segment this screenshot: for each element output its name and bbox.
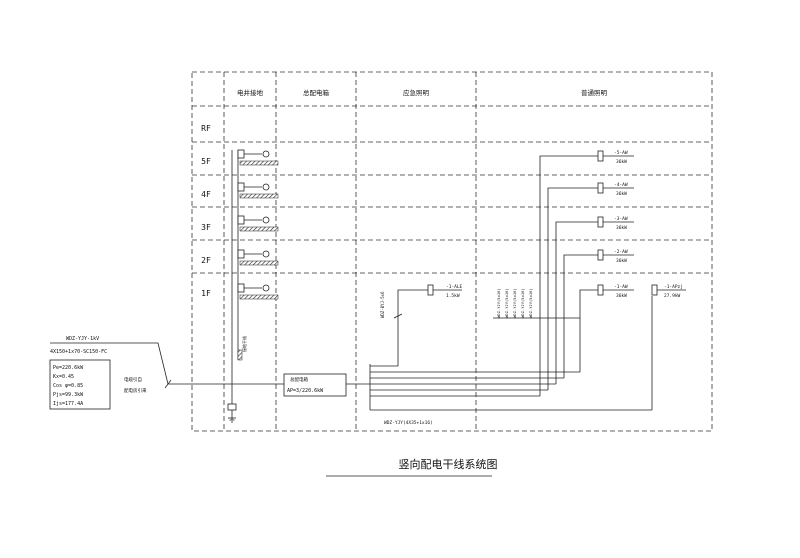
riser-label-2: WDZ-YJY(5x16) [504, 288, 509, 318]
header-emergency-lighting: 应急照明 [403, 88, 430, 97]
calc-ijs: Ijs=177.4A [53, 401, 83, 407]
grounding-riser: 接地干线 [227, 149, 279, 423]
riser-label-5: WDZ-YJY(5x16) [528, 288, 533, 318]
svg-text:-3-AW: -3-AW [614, 216, 628, 222]
floor-label-4f: 4F [201, 190, 211, 199]
ground-bus-bar [237, 349, 243, 361]
ground-label: 接地干线 [241, 336, 247, 352]
floor-label-rf: RF [201, 124, 211, 133]
riser-label-3: WDZ-YJY(5x16) [512, 288, 517, 318]
ground-terminal-1f [237, 283, 279, 300]
diagram-title: 竖向配电干线系统图 [399, 457, 498, 471]
svg-text:36kW: 36kW [616, 293, 627, 299]
emergency-panel-1f [427, 284, 434, 296]
svg-text:-1-APzj: -1-APzj [664, 284, 683, 290]
floor-label-2f: 2F [201, 256, 211, 265]
svg-text:36kW: 36kW [616, 258, 627, 264]
svg-text:-4-AW: -4-AW [614, 182, 628, 188]
bottom-cable-label: WDZ-YJY(4X35+1x16) [384, 420, 433, 426]
floor-label-3f: 3F [201, 223, 211, 232]
header-main-panel: 总配电箱 [303, 88, 330, 97]
grid-frame [191, 71, 713, 432]
header-normal-lighting: 普通照明 [581, 88, 608, 97]
svg-text:-5-AW: -5-AW [614, 150, 628, 156]
source-label-1: 电缆引自 [124, 376, 142, 383]
floor-label-5f: 5F [201, 157, 211, 166]
panel-1f: -1-AW 36kW [597, 284, 634, 299]
emergency-riser-label: WDZ-BYJ-5x6 [380, 291, 385, 318]
main-distribution-panel: 总配电箱 AP=3/220.6kW [283, 373, 347, 397]
panel-3f: -3-AW 36kW [597, 216, 634, 231]
emergency-lighting-riser: -1-ALE 1.5kW WDZ-BYJ-5x6 [380, 284, 463, 366]
main-panel-spec: AP=3/220.6kW [287, 388, 324, 394]
panel-1f-extra: -1-APzj 27.9kW [651, 284, 686, 299]
outgoing-feeders: WDZ-YJY(4X35+1x16) [346, 296, 653, 426]
incoming-cable-spec: 4X150+1x70-SC150-FC [50, 349, 107, 355]
load-calc-box [49, 359, 111, 410]
emergency-box-name: -1-ALE [446, 284, 463, 290]
ground-terminal-3f [237, 215, 279, 232]
svg-text:27.9kW: 27.9kW [664, 293, 681, 299]
emergency-box-power: 1.5kW [446, 293, 460, 299]
svg-text:36kW: 36kW [616, 191, 627, 197]
riser-label-1: WDZ-YJY(5x16) [496, 288, 501, 318]
panel-4f: -4-AW 36kW [597, 182, 634, 197]
svg-text:36kW: 36kW [616, 225, 627, 231]
ground-terminal-5f [237, 149, 279, 166]
ground-terminal-2f [237, 249, 279, 266]
incoming-cable-type: WDZ-YJY-1kV [66, 336, 99, 342]
source-label-2: 配电房引来 [124, 387, 147, 394]
calc-cos: Cos φ=0.85 [53, 383, 83, 389]
header-grounding: 电井接地 [237, 88, 264, 97]
incoming-feeder: WDZ-YJY-1kV 4X150+1x70-SC150-FC Pe=220.6… [49, 336, 284, 410]
panel-2f: -2-AW 36kW [597, 249, 634, 264]
ground-box [227, 403, 237, 411]
calc-kx: Kx=0.45 [53, 374, 74, 380]
calc-pjs: Pjs=99.3kW [53, 392, 84, 398]
calc-pe: Pe=220.6kW [53, 365, 84, 371]
ground-terminal-4f [237, 182, 279, 199]
svg-text:-1-AW: -1-AW [614, 284, 628, 290]
riser-label-4: WDZ-YJY(5x16) [520, 288, 525, 318]
floor-label-1f: 1F [201, 289, 211, 298]
svg-text:36kW: 36kW [616, 159, 627, 165]
svg-text:-2-AW: -2-AW [614, 249, 628, 255]
main-panel-name: 总配电箱 [290, 376, 308, 383]
normal-lighting-risers: WDZ-YJY(5x16) WDZ-YJY(5x16) WDZ-YJY(5x16… [493, 150, 686, 396]
panel-5f: -5-AW 36kW [597, 150, 634, 165]
